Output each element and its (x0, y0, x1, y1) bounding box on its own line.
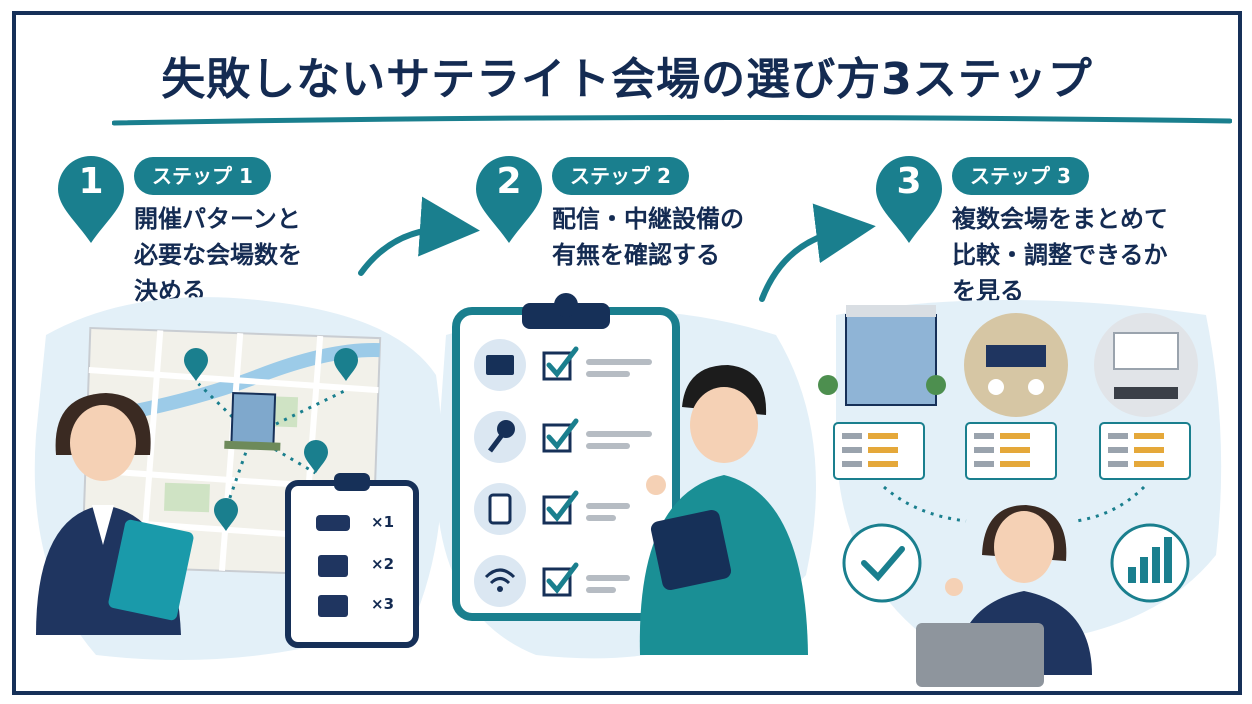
step-1-illustration (34, 297, 443, 660)
step-2-line: 有無を確認する (552, 241, 720, 269)
step-2-number-pin: 2 (474, 155, 544, 245)
chart-speech-bubble (1110, 523, 1190, 603)
check-speech-bubble (842, 523, 922, 603)
step-3-number: 3 (896, 161, 922, 202)
step-1-description: 開催パターンと 必要な会場数を 決める (134, 201, 302, 309)
step-3-illustration (818, 300, 1222, 687)
step-2-illustration (436, 293, 816, 659)
wifi-icon (484, 568, 516, 585)
man-with-tablet (639, 365, 808, 655)
step-1-badge: ステップ 1 (134, 157, 271, 195)
woman-with-clipboard (36, 393, 194, 635)
power-outlet-icon (488, 493, 512, 525)
checkmark-icon (861, 546, 905, 582)
count-row: ×2 (371, 555, 395, 573)
step-1-line: 必要な会場数を (134, 241, 302, 269)
title-underline (112, 115, 1232, 126)
venue-banquet-hall (964, 313, 1068, 417)
step-1-line: 開催パターンと (134, 205, 301, 233)
step-2-description: 配信・中継設備の 有無を確認する (552, 201, 744, 273)
step-2-number: 2 (496, 161, 522, 202)
venue-office-building (818, 305, 946, 406)
microphone-icon (497, 420, 515, 438)
woman-with-laptop (916, 505, 1092, 687)
step-2-badge: ステップ 2 (552, 157, 689, 195)
step-3-line: 比較・調整できるか (952, 241, 1168, 269)
count-row: ×3 (371, 595, 395, 613)
step-3-badge: ステップ 3 (952, 157, 1089, 195)
video-icon (486, 355, 514, 375)
step-3-line: 複数会場をまとめて (952, 205, 1168, 233)
step-1-number: 1 (78, 161, 104, 202)
page-title: 失敗しないサテライト会場の選び方3ステップ (161, 54, 1093, 105)
venue-rating-cards (833, 422, 1191, 480)
venue-seminar-room (1094, 313, 1198, 417)
equipment-checklist (452, 293, 680, 621)
infographic-frame: 失敗しないサテライト会場の選び方3ステップ 1 ステップ 1 開催パターンと 必… (12, 11, 1242, 695)
step-1-number-pin: 1 (56, 155, 126, 245)
count-row: ×1 (371, 513, 395, 531)
step-3-number-pin: 3 (874, 155, 944, 245)
venue-count-clipboard (285, 473, 419, 648)
map-pins (184, 348, 358, 531)
step-2-line: 配信・中継設備の (552, 205, 744, 233)
bar-chart-icon (1128, 537, 1172, 583)
